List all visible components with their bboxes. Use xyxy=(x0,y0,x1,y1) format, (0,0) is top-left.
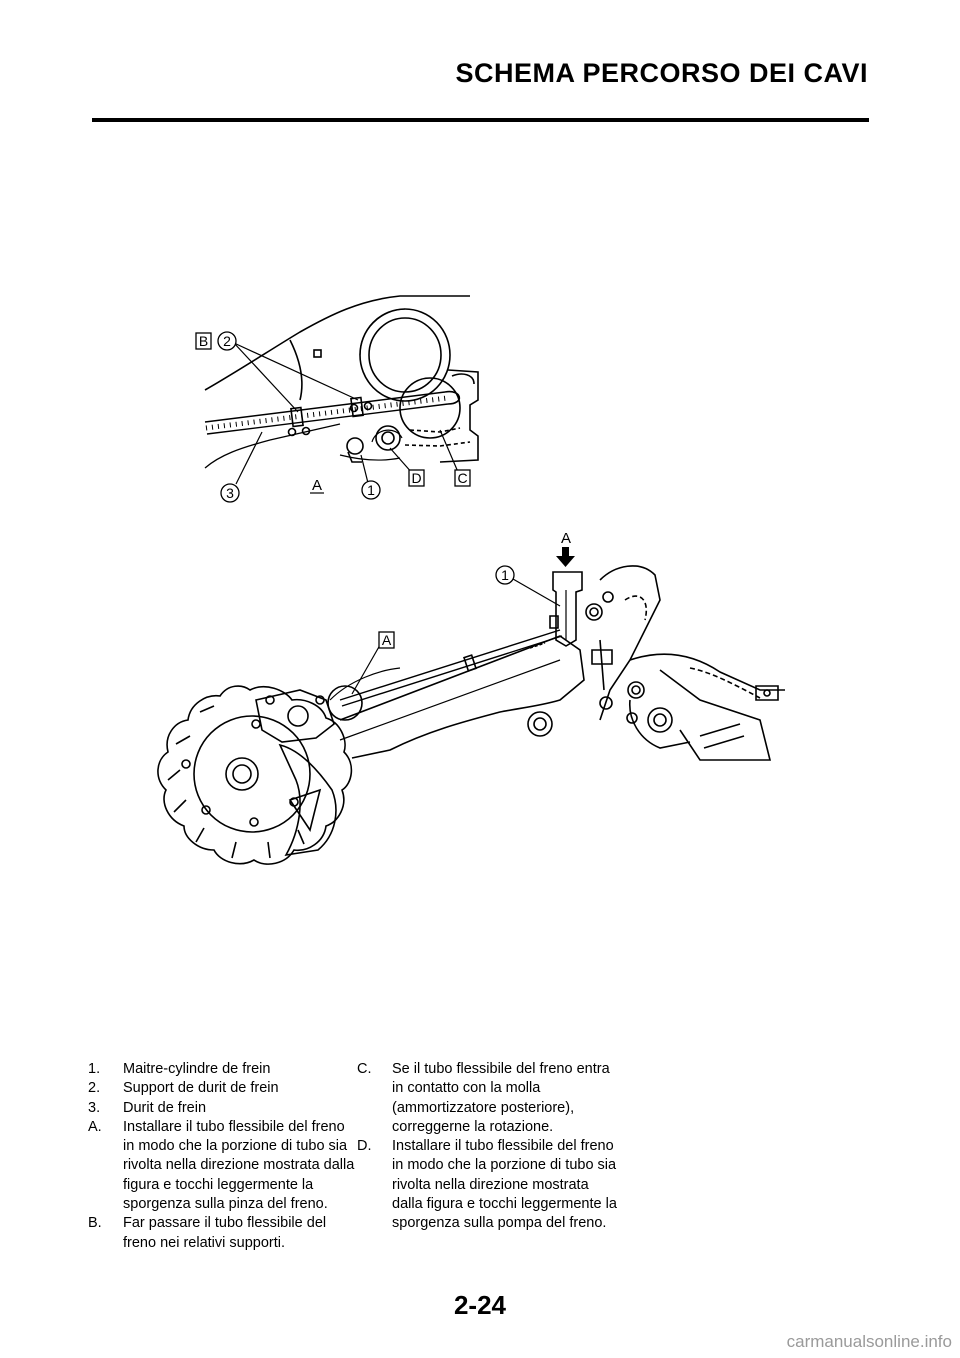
svg-text:B: B xyxy=(199,333,208,349)
legend-text: Installare il tubo flessibile del freno … xyxy=(392,1138,617,1232)
legend-key: 2. xyxy=(88,1080,101,1097)
bottom-callout-1: 1 xyxy=(495,565,515,585)
legend-key: C. xyxy=(357,1061,372,1077)
top-callout-1: 1 xyxy=(361,480,381,500)
watermark: carmanualsonline.info xyxy=(786,1332,952,1351)
page-title: SCHEMA PERCORSO DEI CAVI xyxy=(455,58,868,88)
main-drawing-bottom xyxy=(157,565,785,865)
legend-text: Far passare il tubo flessibile del freno… xyxy=(123,1215,327,1251)
legend-text: Installare il tubo flessibile del freno … xyxy=(123,1118,355,1213)
legend-item: 2. Support de durit de frein xyxy=(88,1079,358,1098)
svg-text:2: 2 xyxy=(223,333,231,349)
legend-key: 3. xyxy=(88,1099,101,1116)
legend-text: Durit de frein xyxy=(123,1099,207,1116)
legend-item: C. Se il tubo flessibile del freno entra… xyxy=(357,1060,619,1137)
view-arrow-a: A xyxy=(556,530,575,567)
legend-key: A. xyxy=(88,1118,102,1135)
svg-text:A: A xyxy=(382,632,392,648)
legend-text: Support de durit de frein xyxy=(123,1080,279,1097)
svg-text:C: C xyxy=(457,470,467,486)
legend-item: D. Installare il tubo flessibile del fre… xyxy=(357,1137,619,1233)
detail-drawing-top xyxy=(204,295,479,485)
header-rule xyxy=(92,118,869,122)
top-callout-2: 2 xyxy=(217,331,237,351)
legend-item: A. Installare il tubo flessibile del fre… xyxy=(88,1118,358,1214)
svg-text:A: A xyxy=(312,477,322,494)
legend-text: Se il tubo flessibile del freno entra in… xyxy=(392,1061,610,1135)
legend-item: 1. Maitre-cylindre de frein xyxy=(88,1060,358,1079)
svg-text:1: 1 xyxy=(367,482,375,498)
legend-key: D. xyxy=(357,1138,372,1155)
bottom-callout-a: A xyxy=(378,631,395,649)
page-number: 2-24 xyxy=(453,1290,507,1320)
svg-text:A: A xyxy=(561,530,571,547)
legend-left-column: 1. Maitre-cylindre de frein 2. Support d… xyxy=(88,1060,358,1253)
svg-text:1: 1 xyxy=(501,567,509,583)
svg-text:D: D xyxy=(411,470,421,486)
svg-text:3: 3 xyxy=(226,485,234,501)
top-callout-3: 3 xyxy=(220,483,240,503)
legend-key: B. xyxy=(88,1215,102,1232)
legend-item: 3. Durit de frein xyxy=(88,1099,358,1118)
legend-text: Maitre-cylindre de frein xyxy=(123,1061,271,1077)
top-view-label-a: A xyxy=(310,477,324,494)
top-callout-d: D xyxy=(408,469,425,487)
legend-right-column: C. Se il tubo flessibile del freno entra… xyxy=(357,1060,619,1234)
legend-key: 1. xyxy=(88,1061,101,1077)
legend-item: B. Far passare il tubo flessibile del fr… xyxy=(88,1214,358,1253)
top-callout-b: B xyxy=(195,332,212,350)
cable-routing-figure: B 2 3 A 1 D C xyxy=(157,295,785,865)
top-callout-c: C xyxy=(454,469,471,487)
